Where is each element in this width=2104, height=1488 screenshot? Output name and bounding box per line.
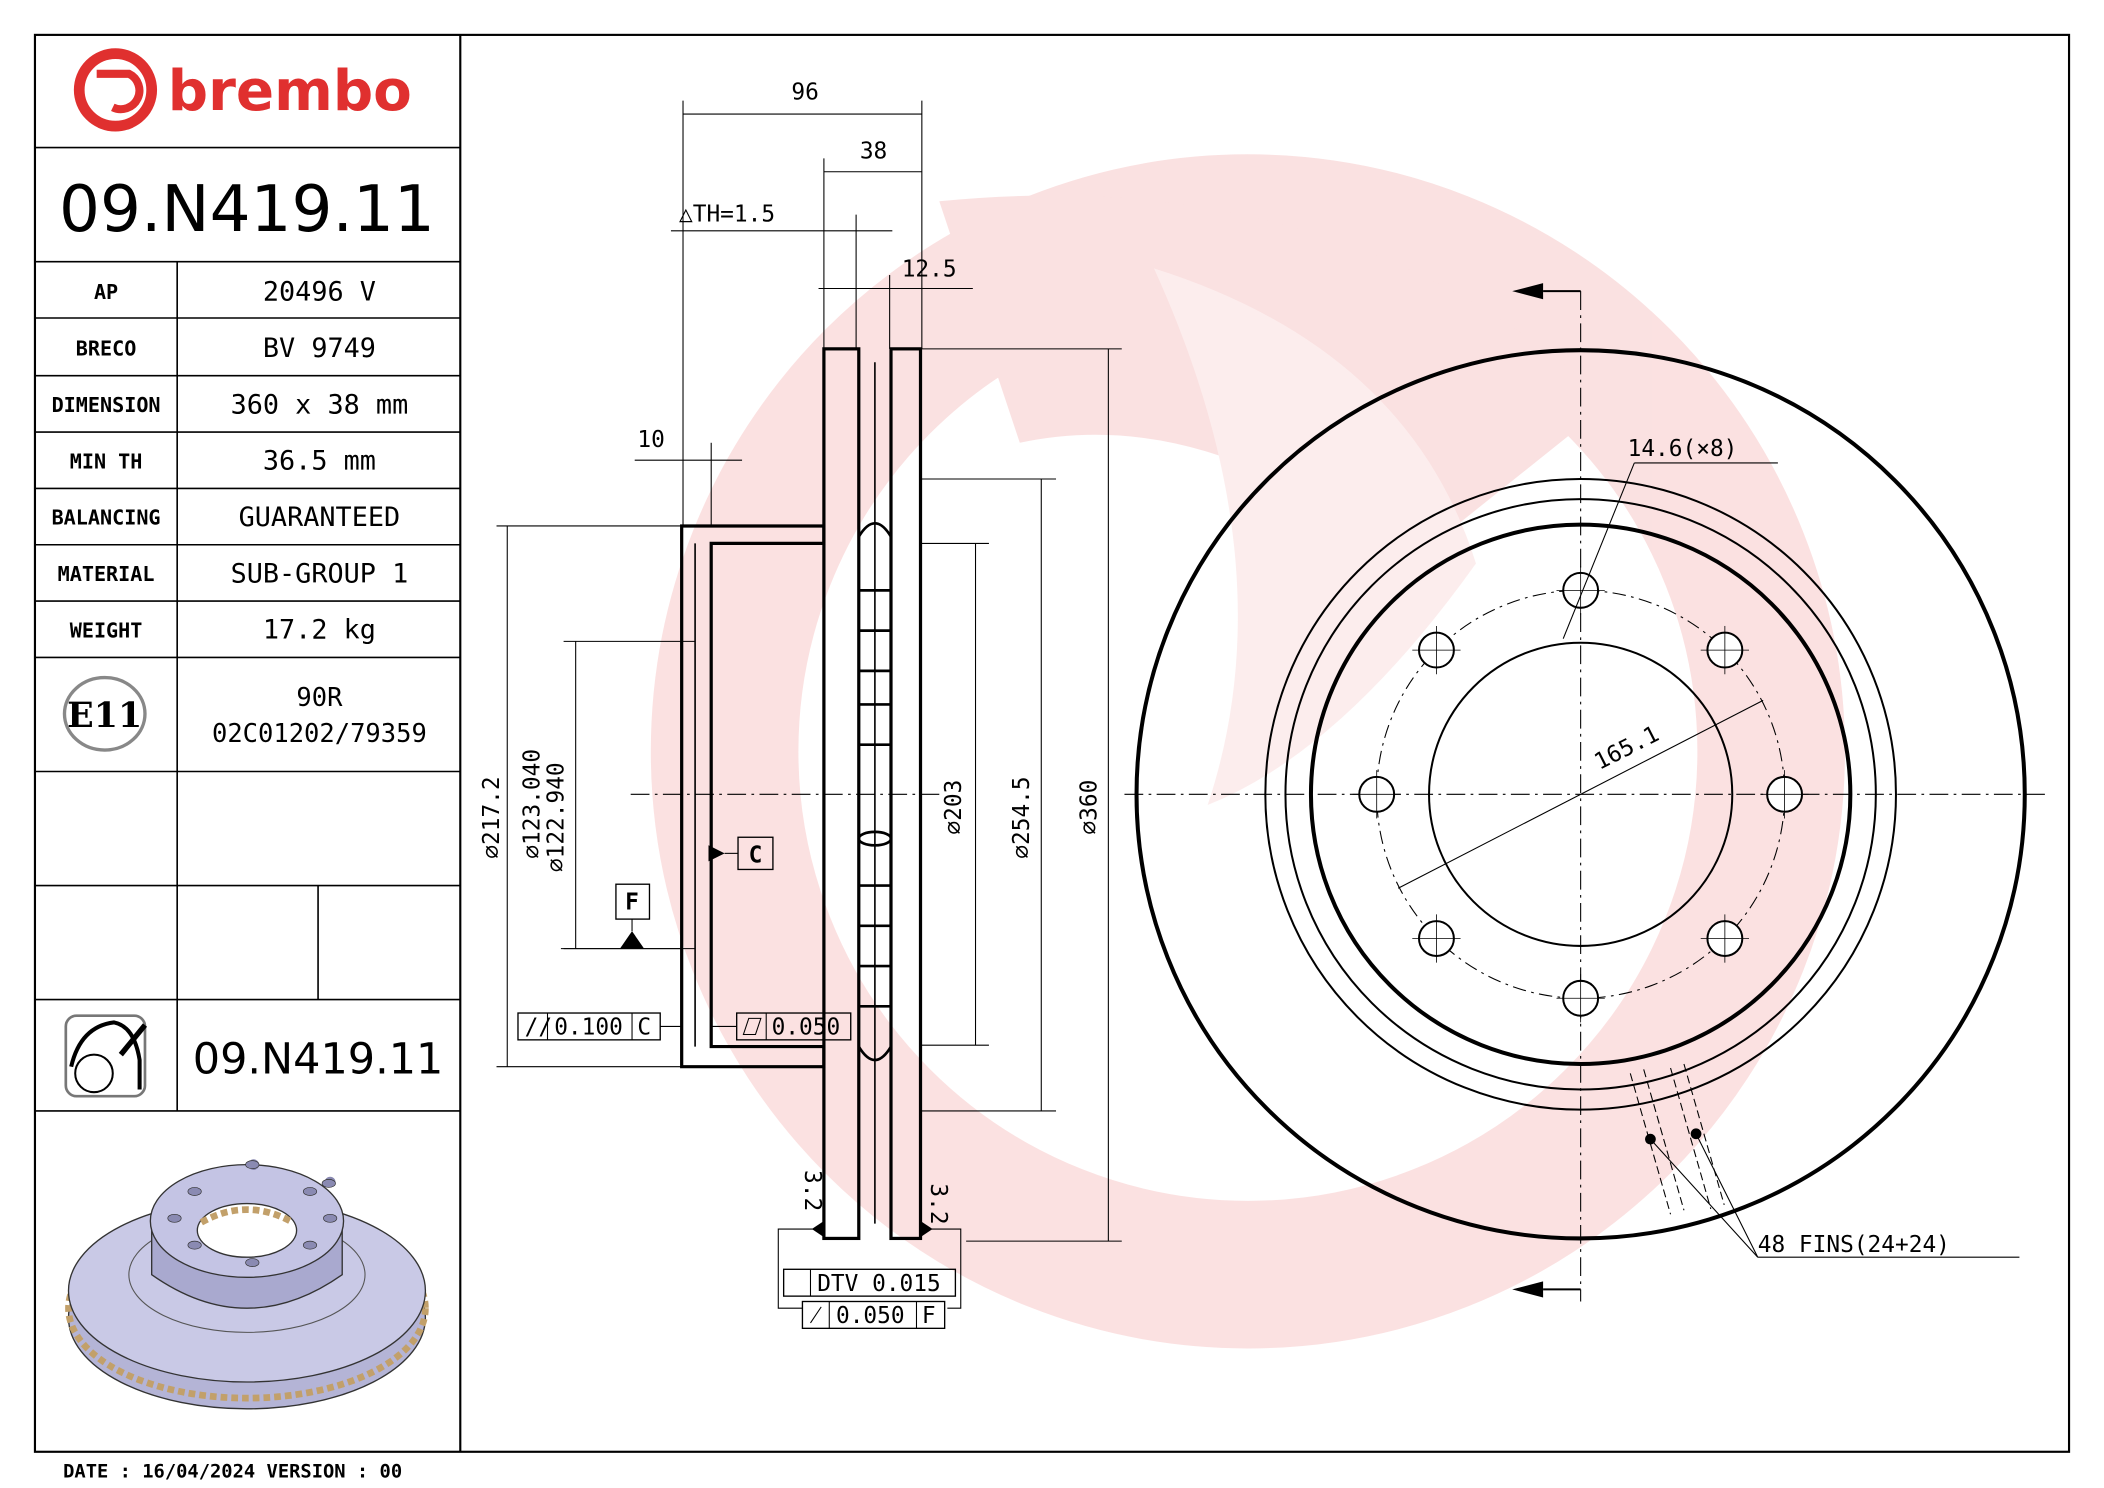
dim-dia-122-940: ⌀122.940: [544, 762, 570, 872]
brembo-logo: brembo: [73, 48, 412, 132]
spec-value-ap: 20496 V: [263, 277, 376, 308]
roughness-left: 3.2: [799, 1170, 825, 1211]
dim-bolt-holes: 14.6(×8): [1628, 436, 1738, 462]
date-label: DATE :: [63, 1461, 131, 1482]
datum-c: C: [749, 843, 763, 869]
front-view: 165.1 14.6(×8) 48 FINS(24+24): [1124, 283, 2051, 1302]
fins-label: 48 FINS(24+24): [1758, 1232, 1950, 1258]
disc-3d-render: [65, 1159, 429, 1410]
footer-date-version: DATE : 16/04/2024 VERSION : 00: [63, 1461, 402, 1482]
dim-dia-360: ⌀360: [1076, 780, 1102, 835]
runout-tolerance-frame: 0.050 F: [801, 1300, 946, 1330]
version-label: VERSION :: [267, 1461, 369, 1482]
spec-value-breco: BV 9749: [263, 333, 376, 364]
logo-text: brembo: [168, 59, 412, 124]
dim-10: 10: [637, 427, 664, 453]
spec-label-min-th: MIN TH: [70, 449, 143, 473]
spec-value-min-th: 36.5 mm: [263, 446, 376, 477]
parallelism-tolerance-frame: // 0.100 C: [517, 1012, 682, 1041]
dim-dia-203: ⌀203: [941, 780, 967, 835]
cert-number: 02C01202/79359: [212, 719, 427, 749]
runout-value: 0.050: [836, 1303, 905, 1329]
dim-dia-254-5: ⌀254.5: [1009, 776, 1035, 858]
date-value: 16/04/2024: [142, 1461, 255, 1482]
flatness-tolerance-frame: 0.050: [711, 1012, 852, 1041]
cooling-fins-detail: 48 FINS(24+24): [1629, 1063, 2020, 1258]
sheet-border: [33, 33, 2071, 1453]
spec-label-material: MATERIAL: [58, 562, 155, 586]
spec-label-breco: BRECO: [76, 337, 137, 361]
spec-label-weight: WEIGHT: [70, 618, 143, 642]
spec-label-ap: AP: [94, 280, 118, 304]
e11-text: E11: [67, 695, 142, 736]
dim-delta-th: △TH=1.5: [679, 201, 775, 227]
section-view: [630, 347, 940, 1241]
dim-dia-123-040: ⌀123.040: [519, 749, 545, 859]
svg-text://: //: [525, 1014, 552, 1040]
title-block-grid: [34, 146, 461, 1112]
dim-pcd: 165.1: [1590, 721, 1663, 775]
dim-12-5: 12.5: [902, 256, 957, 282]
datum-f: F: [625, 890, 639, 916]
parallelism-value: 0.100: [554, 1014, 623, 1040]
version-value: 00: [380, 1461, 403, 1482]
spec-label-balancing: BALANCING: [52, 506, 161, 530]
dim-38: 38: [860, 138, 887, 164]
svg-text:DATE : 16/04/2024 VERSION : 00: DATE : 16/04/2024 VERSION : 00: [63, 1461, 402, 1482]
cert-regulation: 90R: [296, 683, 343, 713]
brake-disc-icon: [64, 1014, 148, 1098]
flatness-value: 0.050: [772, 1014, 841, 1040]
spec-value-dimension: 360 x 38 mm: [231, 389, 409, 420]
spec-value-balancing: GUARANTEED: [239, 502, 401, 533]
dim-dia-217-2: ⌀217.2: [479, 776, 505, 858]
spec-label-dimension: DIMENSION: [52, 393, 161, 417]
bolt-holes: [1352, 566, 1809, 1023]
dim-96: 96: [791, 79, 818, 105]
part-number-footer: 09.N419.11: [193, 1034, 444, 1084]
parallelism-datum: C: [637, 1014, 651, 1040]
spec-value-material: SUB-GROUP 1: [231, 558, 409, 589]
part-number-title: 09.N419.11: [59, 172, 435, 247]
spec-table: AP 20496 V BRECO BV 9749 DIMENSION 360 x…: [52, 277, 409, 646]
section-dimensions: 96 38 △TH=1.5 12.5 10 ⌀217.2 ⌀123.040 ⌀1…: [479, 79, 1122, 1330]
dtv-tolerance-frame: DTV 0.015: [782, 1268, 957, 1297]
roughness-right: 3.2: [925, 1183, 951, 1224]
spec-value-weight: 17.2 kg: [263, 615, 376, 646]
brembo-watermark: [650, 154, 1845, 1349]
runout-datum: F: [922, 1303, 936, 1329]
dtv-value: DTV 0.015: [817, 1271, 941, 1297]
e11-approval-mark: E11: [62, 675, 147, 752]
